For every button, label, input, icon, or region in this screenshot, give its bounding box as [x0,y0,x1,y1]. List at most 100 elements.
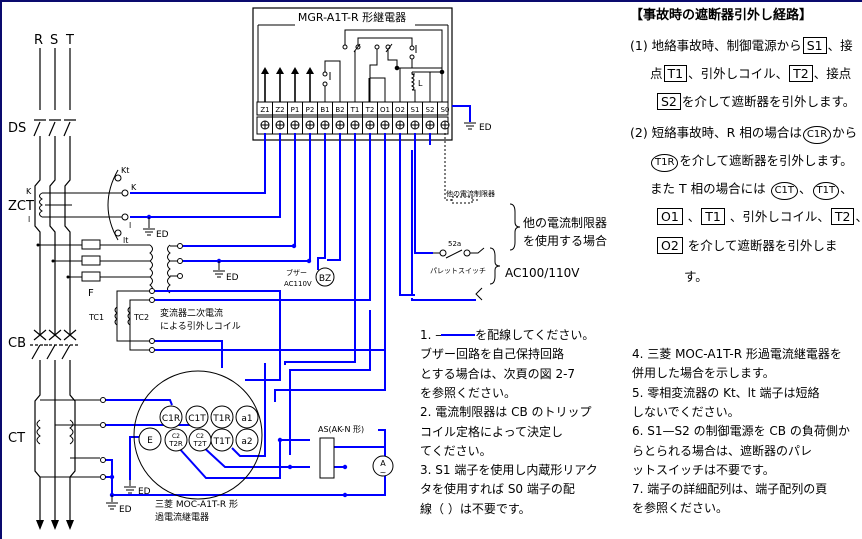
terminal-box-ref: O1 [657,208,683,225]
earth-label: ED [479,123,492,133]
trip-path-title: 【事故時の遮断器引外し経路】 [630,8,813,23]
l-label: l [129,221,131,230]
terminal-screw[interactable] [425,120,435,130]
as-switch[interactable] [319,437,335,479]
ammeter [372,455,394,477]
explanation-line: O2 を介して遮断器を引外しま [656,237,837,255]
tc1-label: TC1 [88,313,104,322]
brace-1 [509,203,521,251]
pallet-switch-label: パレットスイッチ [430,267,486,275]
contact-52a-label: 52a [448,240,461,248]
terminal-circle-ref: T1T [812,182,840,200]
terminal-box-ref: T2 [789,65,813,82]
relay-box [252,7,453,141]
phase-r: R [34,33,43,48]
moc-name-1: 三菱 MOC-A1T-R 形 [155,498,238,510]
terminal-screw[interactable] [335,120,345,130]
terminal-box-ref: S2 [657,93,681,110]
moc-terminal-label-bottom: T2T [192,440,207,448]
fuse-label: F [88,288,94,299]
terminal-label: T1 [350,106,360,114]
terminal-screw[interactable] [275,120,285,130]
explanation-text: 点 [650,66,663,81]
junction-dots [109,214,348,498]
earth-label-zct: ED [156,230,169,240]
terminal-screw[interactable] [380,120,390,130]
terminal-label: Z2 [275,106,284,114]
note-line: 1. ——— を配線してください。 [420,328,595,342]
terminal-label: O2 [395,106,405,114]
explanation-text: を介して遮断器を引外しま [683,238,838,253]
note-line: 5. 零相変流器の Kt、lt 端子は短絡 [632,385,820,400]
note-line: 併用した場合を示します。 [632,366,775,381]
control-wires [411,150,476,301]
terminal-screw[interactable] [350,120,360,130]
terminal-box-ref: T1 [663,65,688,82]
moc-terminal[interactable]: T1T [210,428,234,452]
terminal-label: S0 [441,106,450,114]
lt-label: lt [123,236,128,245]
buzzer-label: BZ [319,274,331,284]
terminal-screw[interactable] [290,120,300,130]
moc-name-2: 過電流継電器 [155,511,209,523]
moc-terminal[interactable]: a1 [235,405,259,429]
ammeter-label: A [380,459,386,468]
note-line: を参照ください。 [632,501,729,516]
kt-label: Kt [121,166,129,175]
moc-terminal[interactable]: C1T [185,405,209,429]
moc-terminal-label-top: C2 [172,433,180,440]
terminal-screw[interactable] [260,120,270,130]
moc-terminal[interactable]: E [138,427,162,451]
trip-coils [114,288,155,353]
terminal-box-ref: S1 [802,37,827,54]
zct-label: ZCT [8,199,34,214]
note-line: しないでください。 [632,404,740,419]
terminal-screw[interactable] [305,120,315,130]
ds-label: DS [8,121,26,136]
buzzer [315,267,335,287]
brace-1-line-2: を使用する場合 [523,233,607,248]
other-limiter-label: 他の電流制限器 [446,189,495,198]
main-bus [30,48,80,520]
tc2-label: TC2 [133,313,149,322]
note-line: 線（ ）は不要です。 [420,501,531,516]
moc-terminal-label: T1R [212,414,230,424]
moc-terminal[interactable]: C1R [159,405,183,429]
moc-terminal-label: E [147,436,153,446]
ammeter-tilde: ~ [380,468,387,477]
explanation-text: 、 [799,181,812,196]
terminal-screw[interactable] [440,120,450,130]
terminal-circle-ref: C1T [770,182,799,200]
moc-terminal[interactable]: a2 [235,428,259,452]
terminal-screw[interactable] [365,120,375,130]
terminal-screw[interactable] [410,120,420,130]
moc-relay-body [133,370,263,500]
explanation-line: O1 、T1 、引外しコイル、T2、 [656,208,862,226]
cb-label: CB [8,336,26,351]
terminal-screw[interactable] [320,120,330,130]
earth-symbol-s0 [464,122,476,130]
arrowheads-down [36,520,74,530]
terminal-screw[interactable] [395,120,405,130]
buzzer-voltage: AC110V [284,280,312,288]
explanation-text: 、引外しコイル、 [725,209,830,224]
note-line: 6. S1—S2 の制御電源を CB の負荷側か [632,424,850,439]
earth-label-moc: ED [138,487,151,497]
terminal-label: B1 [320,106,329,114]
coil-text-2: による引外しコイル [160,320,241,332]
terminal-label-row [256,101,449,116]
blue-line-legend [441,334,475,336]
phase-s: S [50,33,58,48]
moc-terminal[interactable]: T1R [210,405,234,429]
note-line: 2. 電流制限器は CB のトリップ [420,405,592,420]
